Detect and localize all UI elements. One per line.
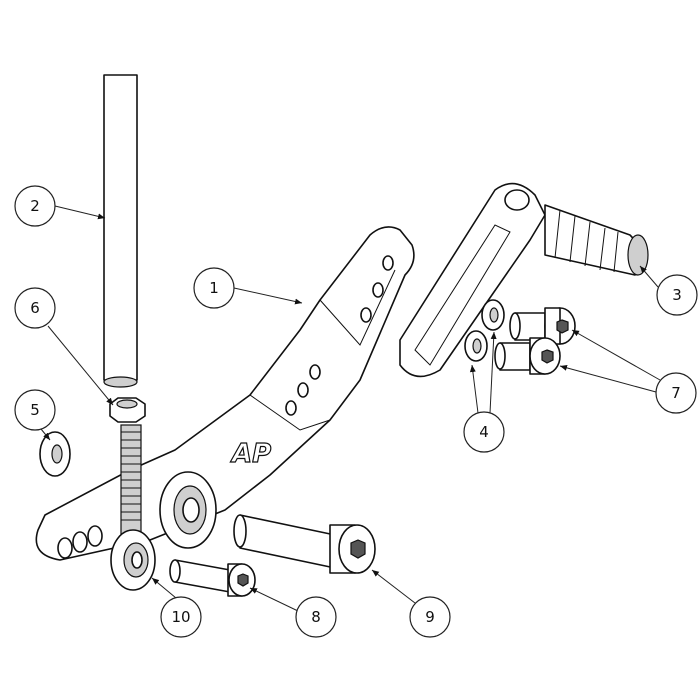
svg-text:2: 2	[30, 197, 40, 215]
callout-6: 6	[14, 287, 56, 329]
svg-text:8: 8	[311, 608, 321, 626]
svg-text:4: 4	[479, 423, 489, 441]
svg-text:7: 7	[671, 384, 681, 402]
callout-2: 2	[14, 185, 56, 227]
callout-5: 5	[14, 389, 56, 431]
svg-text:10: 10	[171, 608, 190, 626]
callout-7: 7	[655, 372, 697, 414]
callout-3: 3	[656, 274, 698, 316]
callout-1: 1	[193, 267, 235, 309]
svg-text:6: 6	[30, 299, 40, 317]
part-9-bolt	[233, 514, 376, 574]
part-7-bolts	[494, 307, 576, 375]
callout-10: 10	[160, 596, 202, 638]
part-5-washer	[39, 431, 71, 477]
svg-text:3: 3	[672, 286, 682, 304]
part-4-washers	[464, 299, 505, 362]
part-2-rod	[103, 74, 138, 388]
part-6-nut	[109, 397, 146, 423]
part-10-rod-end	[110, 424, 156, 591]
logo-ap: AP	[230, 439, 271, 469]
part-8-bolt	[169, 559, 256, 597]
leader-lines	[40, 205, 661, 612]
svg-text:9: 9	[425, 608, 435, 626]
svg-text:1: 1	[209, 279, 219, 297]
svg-text:5: 5	[30, 401, 40, 419]
callout-9: 9	[409, 596, 451, 638]
callout-8: 8	[295, 596, 337, 638]
part-3-pedal	[399, 182, 649, 378]
callout-4: 4	[463, 411, 505, 453]
